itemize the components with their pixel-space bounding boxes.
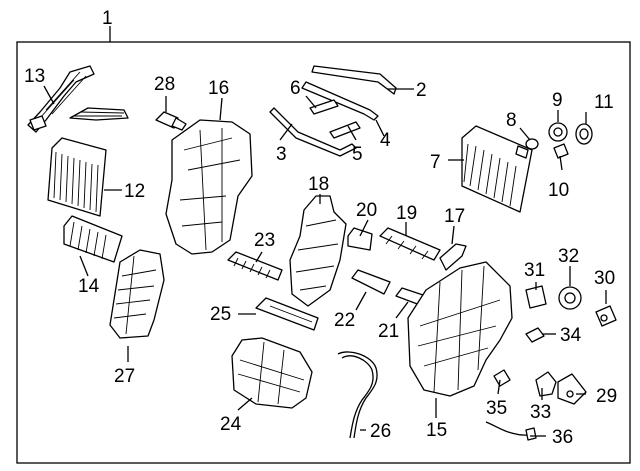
part-12-heater-core [47,107,129,217]
callout-27: 27 [114,366,135,387]
part-30-actuator [595,305,617,327]
part-22-plate [351,269,391,295]
part-35-clip [493,369,511,387]
callout-1: 1 [102,8,113,29]
callout-33: 33 [530,402,551,423]
callout-34: 34 [560,325,582,346]
callout-19: 19 [396,203,417,224]
callout-7: 7 [430,152,441,173]
callout-22: 22 [334,310,355,331]
part-36-harness [485,421,537,441]
part-34-link [525,327,545,343]
callout-35: 35 [486,398,507,419]
part-19-strip [379,227,441,261]
callout-3: 3 [276,144,287,165]
part-7-evaporator [461,125,533,213]
part-25-bracket [255,297,319,331]
part-6-foam [309,99,339,115]
callout-4: 4 [380,130,391,151]
callout-16: 16 [208,78,229,99]
part-32-motor [558,286,582,310]
part-14-grille [63,215,123,263]
part-10-clip [553,143,569,159]
callout-10: 10 [548,180,569,201]
part-8-o-ring [525,138,539,150]
part-33-bracket [535,371,557,397]
callout-5: 5 [352,144,363,165]
part-23-filter [227,251,283,281]
callout-30: 30 [594,268,615,289]
assembly-frame [16,41,631,464]
part-24-lower-case [231,337,313,409]
part-16-case-left [165,119,253,255]
callout-36: 36 [552,427,573,448]
callout-17: 17 [444,206,465,227]
part-31-actuator [525,285,547,309]
callout-2: 2 [416,80,427,101]
part-27-duct [109,249,165,339]
callout-12: 12 [124,181,145,202]
part-5-foam [329,121,361,139]
callout-18: 18 [308,174,329,195]
callout-25: 25 [210,304,231,325]
callout-20: 20 [356,200,377,221]
callout-21: 21 [378,321,399,342]
callout-24: 24 [220,414,242,435]
part-3-rod [269,107,357,157]
callout-29: 29 [596,386,617,407]
callout-11: 11 [594,92,614,113]
callout-8: 8 [506,110,517,131]
callout-14: 14 [78,276,100,297]
part-18-case-section [289,195,347,307]
part-28-sensor [155,111,187,131]
callout-26: 26 [370,421,391,442]
part-11-seal [575,123,593,145]
callout-23: 23 [254,230,275,251]
callout-13: 13 [24,66,45,87]
callout-32: 32 [558,246,579,267]
callout-28: 28 [154,74,175,95]
callout-9: 9 [552,90,563,111]
part-9-valve [548,122,568,142]
part-15-case-right [407,261,513,397]
part-17-bracket [439,243,467,271]
part-26-drain-hose [337,351,378,439]
callout-31: 31 [524,260,545,281]
callout-15: 15 [426,420,447,441]
part-2-seal [311,65,397,95]
part-20-block [347,227,373,251]
part-29-actuator [557,373,587,405]
part-4-seal [301,81,379,121]
part-13-heater-pipes [27,65,95,133]
leader-lines [43,85,607,437]
callout-6: 6 [290,78,301,99]
